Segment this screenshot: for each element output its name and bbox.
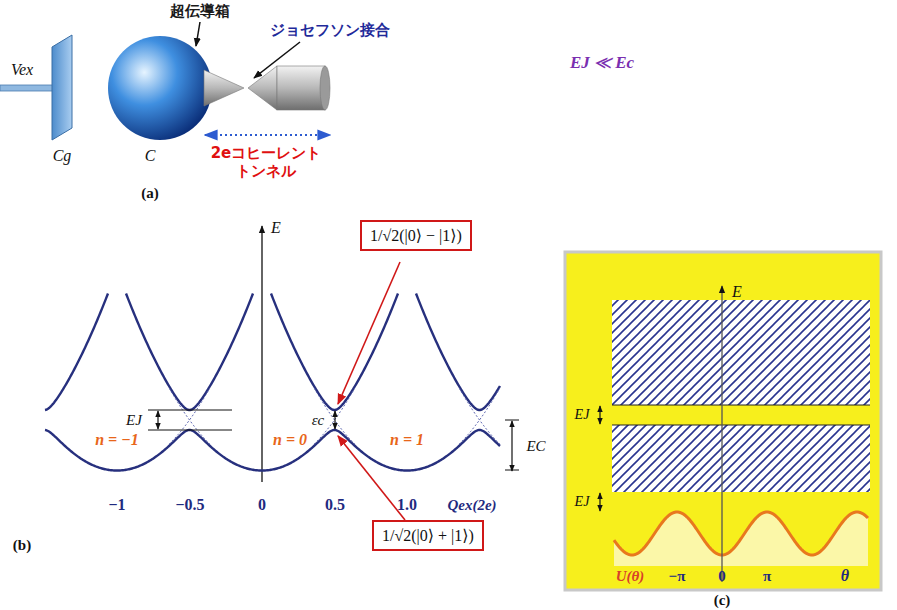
energy-label: εc <box>312 411 325 429</box>
panel-label: (c) <box>714 591 731 609</box>
tunnel-label: 2eコヒーレント トンネル <box>210 144 322 180</box>
potential-label: U(θ) <box>616 567 645 585</box>
potential-panel <box>565 252 881 590</box>
gate-wire <box>0 85 54 91</box>
condition-label: EJ ≪ Ec <box>570 53 634 73</box>
pointer-arrow <box>338 262 400 404</box>
charging-energy-arrow <box>511 421 512 471</box>
level-tick <box>505 470 519 471</box>
electrode <box>277 66 325 110</box>
energy-label: EC <box>526 437 545 455</box>
band-edge <box>612 404 870 405</box>
energy-label: EJ <box>126 411 142 429</box>
axis-label: θ <box>841 566 849 585</box>
part-label: 超伝導箱 <box>170 2 230 20</box>
tick-label: −1 <box>108 495 125 514</box>
energy-band <box>45 430 500 470</box>
charge-state: n = 1 <box>390 430 424 449</box>
symbol-label: Vex <box>11 60 33 79</box>
level-line <box>148 410 232 411</box>
charge-state: n = 0 <box>273 430 307 449</box>
panel-label: (b) <box>13 536 31 554</box>
tick-label: −π <box>669 567 686 585</box>
leader-arrow <box>254 42 300 78</box>
cosine-potential <box>614 512 868 566</box>
tick-label: 0.5 <box>325 495 345 514</box>
potential-fill <box>614 512 868 566</box>
gap-arrow <box>599 406 600 424</box>
state-formula: 1/√2(|0⟩ − |1⟩) <box>370 226 462 245</box>
tick-label: π <box>763 567 771 585</box>
potential-curve <box>614 512 868 555</box>
tick-label: 0 <box>718 567 726 585</box>
band-edge <box>612 424 870 425</box>
axis-label: E <box>732 282 742 301</box>
axis-label: E <box>271 218 281 237</box>
leader-arrow <box>196 22 200 46</box>
diabatic-crossing <box>459 388 500 444</box>
electrode-end <box>320 66 330 110</box>
gap-arrow <box>599 493 600 511</box>
gate-plate <box>52 35 72 140</box>
axis-label: Qex(2e) <box>447 496 496 514</box>
charge-state: n = −1 <box>95 430 139 449</box>
pointer-arrow <box>338 436 405 520</box>
energy-axis <box>261 226 262 482</box>
part-label: ジョセフソン接合 <box>270 21 390 39</box>
diabatic-crossing <box>169 388 210 444</box>
energy-bands <box>45 293 500 470</box>
junction-cone <box>248 66 277 110</box>
tick-label: 0 <box>258 495 266 514</box>
energy-label: EJ <box>575 494 590 511</box>
diabatic-crossing <box>169 388 210 444</box>
allowed-band <box>612 425 870 492</box>
level-line <box>148 430 232 431</box>
tick-label: −0.5 <box>175 495 204 514</box>
tick-label: 1.0 <box>397 495 417 514</box>
state-box: 1/√2(|0⟩ − |1⟩) <box>360 220 472 251</box>
gap-arrow <box>334 411 335 429</box>
gap-arrow <box>157 411 158 429</box>
tunnel-arrow <box>205 134 330 136</box>
energy-band <box>45 293 500 409</box>
symbol-label: C <box>145 146 156 165</box>
superconducting-box <box>108 36 212 140</box>
allowed-band <box>612 300 870 405</box>
energy-axis <box>721 286 722 582</box>
state-box: 1/√2(|0⟩ + |1⟩) <box>372 520 484 551</box>
symbol-label: Cg <box>53 146 72 165</box>
state-formula: 1/√2(|0⟩ + |1⟩) <box>382 526 474 545</box>
energy-label: EJ <box>575 407 590 424</box>
level-tick <box>505 420 519 421</box>
panel-label: (a) <box>141 184 159 202</box>
diabatic-crossing <box>459 388 500 444</box>
junction-cone <box>204 70 244 106</box>
